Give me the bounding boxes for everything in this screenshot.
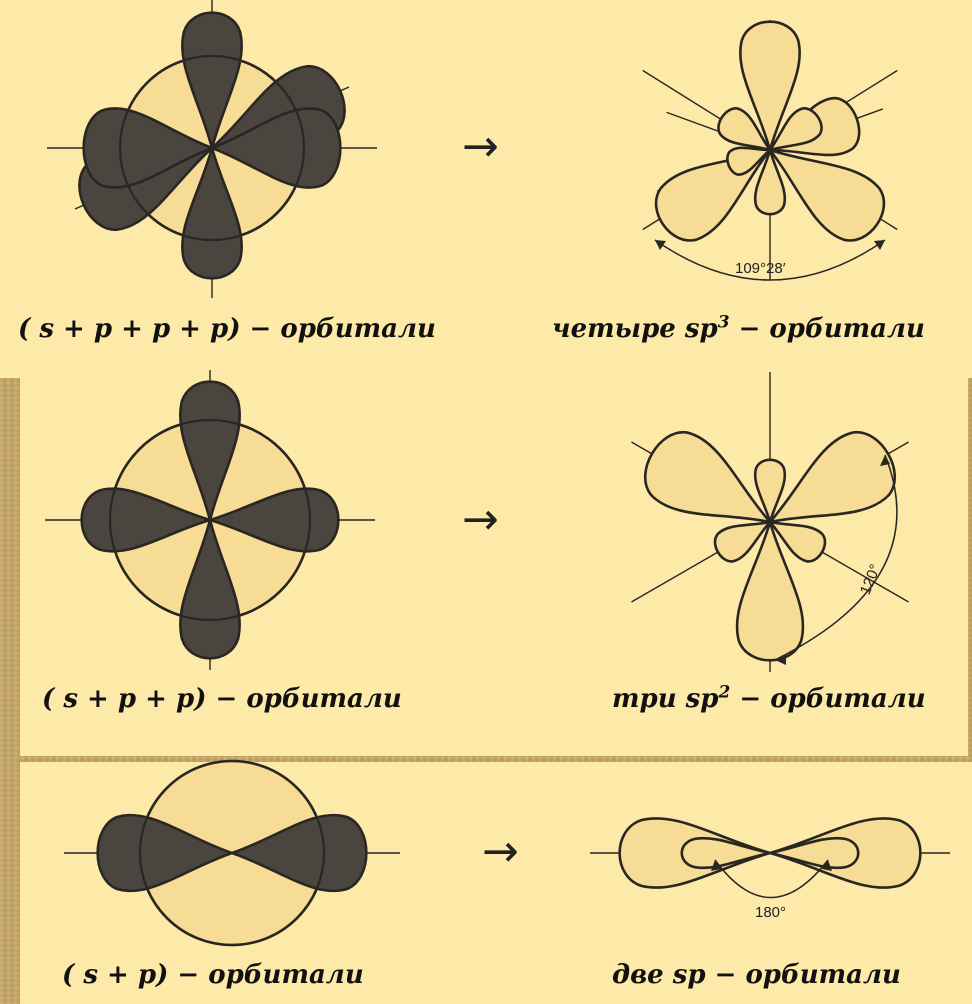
label-formula: ( s + p) −	[62, 960, 209, 990]
arc-arrowhead	[880, 455, 890, 466]
sp3-small-lobe	[766, 107, 823, 153]
p-orbital-lobe	[96, 813, 236, 893]
sp2-small-lobe	[766, 519, 827, 563]
p-orbital-lobe	[179, 380, 241, 526]
sp2-hybrid-lobe	[766, 431, 896, 525]
p-orbital-lobe	[80, 487, 215, 553]
transform-arrow-1: →	[462, 121, 499, 172]
sp3-small-lobe	[726, 146, 774, 176]
transform-arrow-2: →	[462, 494, 499, 545]
label-word: орбитали	[280, 314, 436, 344]
arc-arrowhead	[775, 655, 786, 665]
angle-arc-180	[714, 859, 829, 899]
label-sp2-orbitals: три sp2 − орбитали	[612, 684, 926, 714]
label-prefix: три sp	[612, 684, 719, 714]
label-sp3-orbitals: четыре sp3 − орбитали	[552, 314, 925, 344]
label-superscript: 2	[718, 682, 731, 703]
label-formula: ( s + p + p + p) −	[18, 314, 281, 344]
label-word: орбитали	[208, 960, 364, 990]
p-orbital-lobe	[82, 107, 216, 189]
sp3-hybrid-lobe	[739, 20, 801, 155]
p-orbital-lobe	[205, 487, 340, 553]
sp2-hybrid-orbitals	[631, 372, 909, 672]
sp2-hybrid-lobe	[644, 431, 774, 525]
label-s-p-orbitals: ( s + p) − орбитали	[62, 962, 364, 988]
sphere-outline	[138, 759, 326, 947]
sp3-hybrid-orbitals	[642, 20, 898, 280]
p-orbital-lobe	[228, 813, 368, 893]
angle-label-180: 180°	[755, 904, 787, 921]
label-formula: ( s + p + p) −	[42, 684, 247, 714]
label-suffix: − орбитали	[729, 314, 925, 344]
unhybridized-s-p-p-orbitals	[45, 370, 375, 670]
sp3-hybrid-lobe	[766, 147, 886, 242]
sphere-outline	[118, 54, 306, 242]
arc-arrowhead	[822, 860, 832, 871]
arc-arrowhead	[874, 240, 885, 250]
unhybridized-s-p-orbitals	[64, 759, 400, 947]
label-superscript: 3	[717, 312, 730, 333]
angle-arc-120	[774, 454, 898, 661]
sp-small-lobe	[769, 836, 860, 870]
label-word: орбитали	[246, 684, 402, 714]
p-orbital-lobe	[181, 143, 243, 280]
transform-arrow-3: →	[482, 826, 519, 877]
p-orbital-lobe	[208, 107, 342, 189]
angle-arc-109	[654, 239, 886, 281]
sp2-small-lobe	[713, 519, 774, 563]
label-sp-orbitals: две sp − орбитали	[612, 962, 901, 988]
label-s-p-p-p-orbitals: ( s + p + p + p) − орбитали	[18, 316, 436, 342]
sp3-small-lobe	[717, 107, 774, 153]
angle-label-109: 109°28′	[735, 260, 786, 277]
sphere-outline	[108, 418, 312, 622]
p-orbital-lobe	[179, 514, 241, 660]
p-orbital-lobe	[181, 11, 243, 154]
sp3-small-lobe	[753, 145, 787, 216]
label-prefix: четыре sp	[552, 314, 718, 344]
arc-arrowhead	[655, 240, 666, 250]
arc-arrowhead	[711, 860, 721, 871]
sp-hybrid-orbitals	[590, 817, 950, 889]
label-s-p-p-orbitals: ( s + p + p) − орбитали	[42, 686, 402, 712]
label-suffix: − орбитали	[730, 684, 926, 714]
sp2-hybrid-lobe	[735, 517, 805, 662]
unhybridized-s-p-p-p-orbitals	[47, 0, 377, 298]
sp2-small-lobe	[753, 458, 787, 527]
label-prefix: две sp −	[612, 960, 746, 990]
label-suffix: орбитали	[745, 960, 901, 990]
sp-small-lobe	[680, 836, 771, 870]
